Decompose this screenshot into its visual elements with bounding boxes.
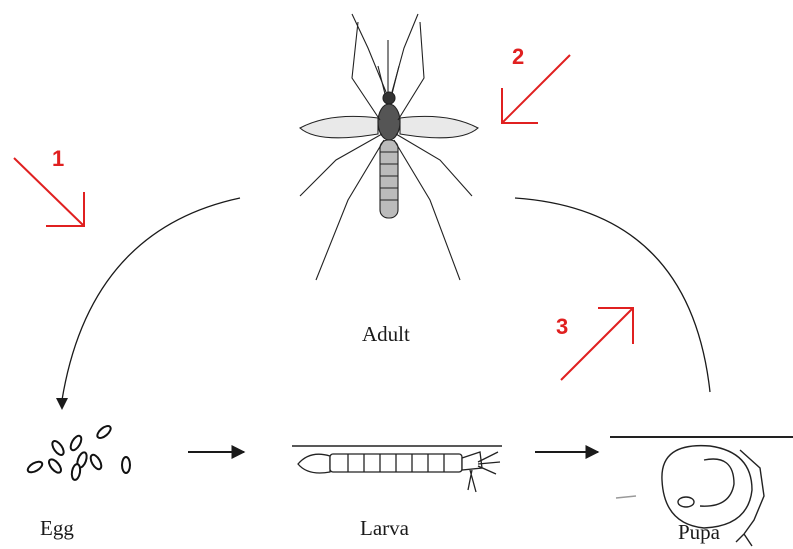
larva-illustration (292, 446, 502, 492)
step-arrow-3 (561, 308, 633, 380)
egg-arrowhead (56, 398, 68, 410)
adult-mosquito-illustration (300, 14, 478, 280)
step-arrow-1 (14, 158, 84, 226)
larva-label: Larva (360, 516, 409, 541)
step-number-3: 3 (556, 314, 568, 340)
step-number-1: 1 (52, 146, 64, 172)
adult-to-egg-arc (62, 198, 240, 400)
adult-label: Adult (362, 322, 410, 347)
egg-cluster-illustration (26, 424, 130, 481)
egg-label: Egg (40, 516, 74, 541)
step-number-2: 2 (512, 44, 524, 70)
pupa-label: Pupa (678, 520, 720, 545)
pupa-to-adult-arc (515, 198, 710, 392)
